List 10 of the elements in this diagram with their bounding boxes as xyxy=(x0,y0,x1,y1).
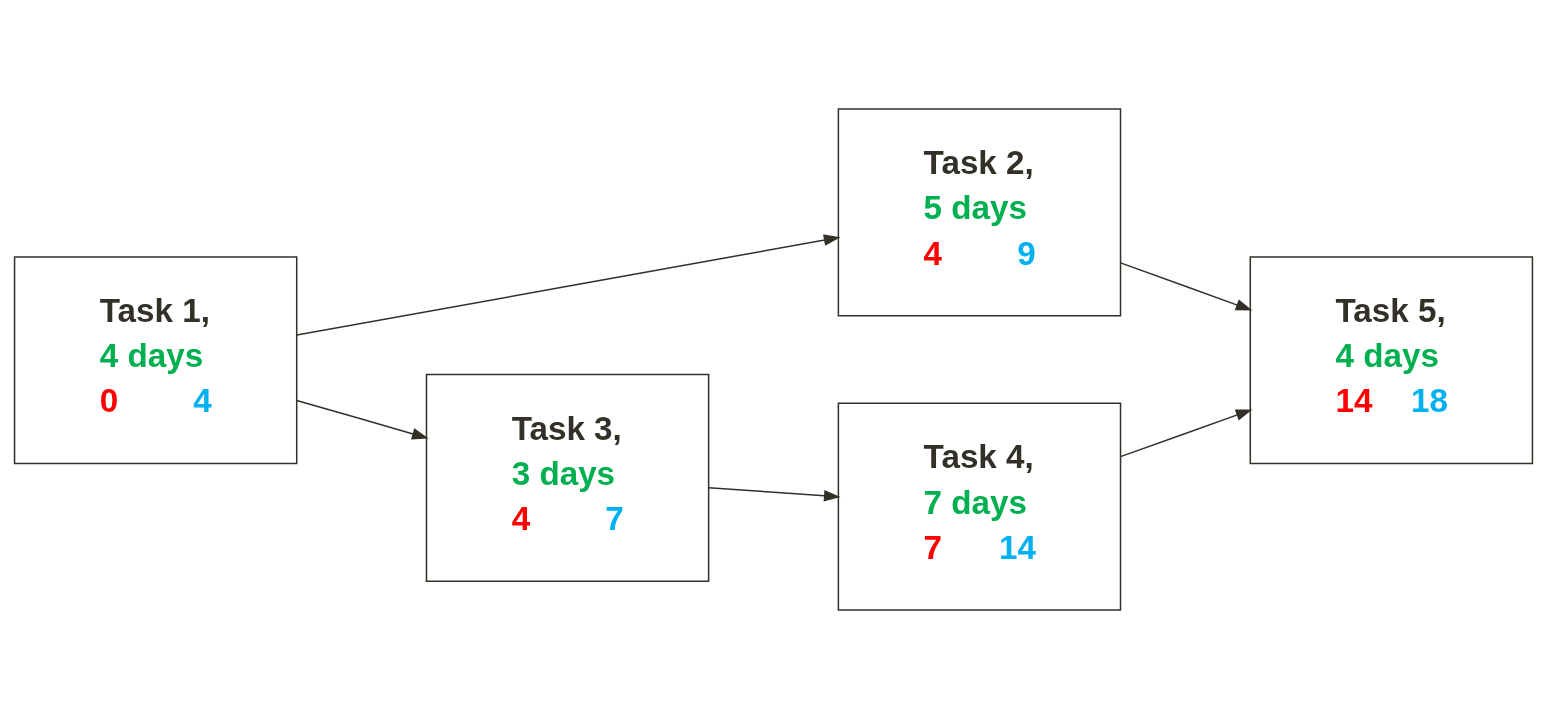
node-box: Task 3, 3 days 4 7 xyxy=(425,373,710,582)
arrow xyxy=(296,233,841,336)
arrow xyxy=(1119,408,1253,457)
node-box: Task 4, 7 days 7 14 xyxy=(837,402,1122,611)
arrow xyxy=(707,486,841,502)
arrow xyxy=(1119,261,1253,311)
node-box: Task 2, 5 days 4 9 xyxy=(837,107,1122,316)
arrow xyxy=(295,399,429,439)
node-box: Task 5, 4 days 14 18 xyxy=(1249,255,1534,464)
node-box: Task 1, 4 days 0 4 xyxy=(13,255,298,464)
